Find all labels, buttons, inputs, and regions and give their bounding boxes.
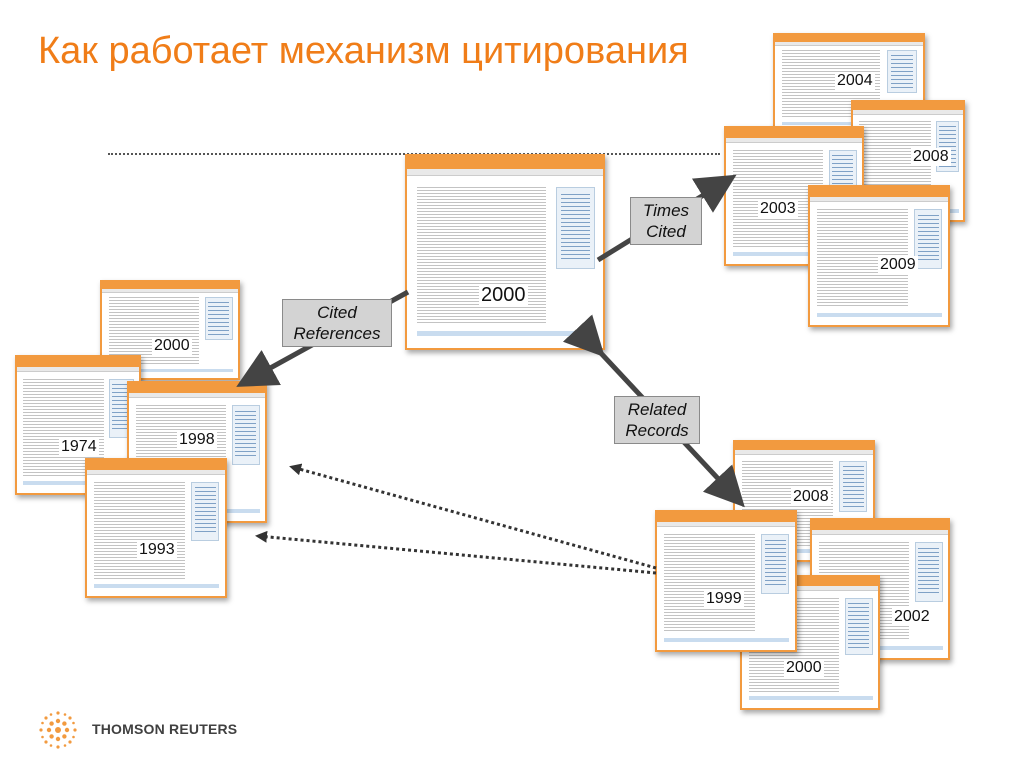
record-year: 2004 [835, 72, 875, 90]
record-year: 2000 [479, 284, 528, 306]
record-year: 2008 [791, 488, 831, 506]
thomson-reuters-logo-icon [39, 711, 77, 749]
record-card-related-1999[interactable]: 1999 [655, 510, 797, 652]
dotted-arrow-to-1998 [289, 463, 657, 570]
record-year: 2008 [911, 148, 951, 166]
record-year: 2002 [892, 608, 932, 626]
record-card-related-2000[interactable]: 2000 [740, 575, 880, 710]
record-year: 2000 [152, 337, 192, 355]
record-year: 1993 [137, 541, 177, 559]
record-card-cited-1993[interactable]: 1993 [85, 458, 227, 598]
record-year: 2009 [878, 256, 918, 274]
record-card-times-2009[interactable]: 2009 [808, 185, 950, 327]
record-year: 1998 [177, 431, 217, 449]
record-year: 2000 [784, 659, 824, 677]
dotted-arrow-to-1993 [255, 530, 657, 575]
brand-name: THOMSON REUTERS [92, 721, 238, 737]
record-year: 1999 [704, 590, 744, 608]
slide-title: Как работает механизм цитирования [38, 30, 689, 72]
record-year: 1974 [59, 438, 99, 456]
record-year: 2003 [758, 200, 798, 218]
